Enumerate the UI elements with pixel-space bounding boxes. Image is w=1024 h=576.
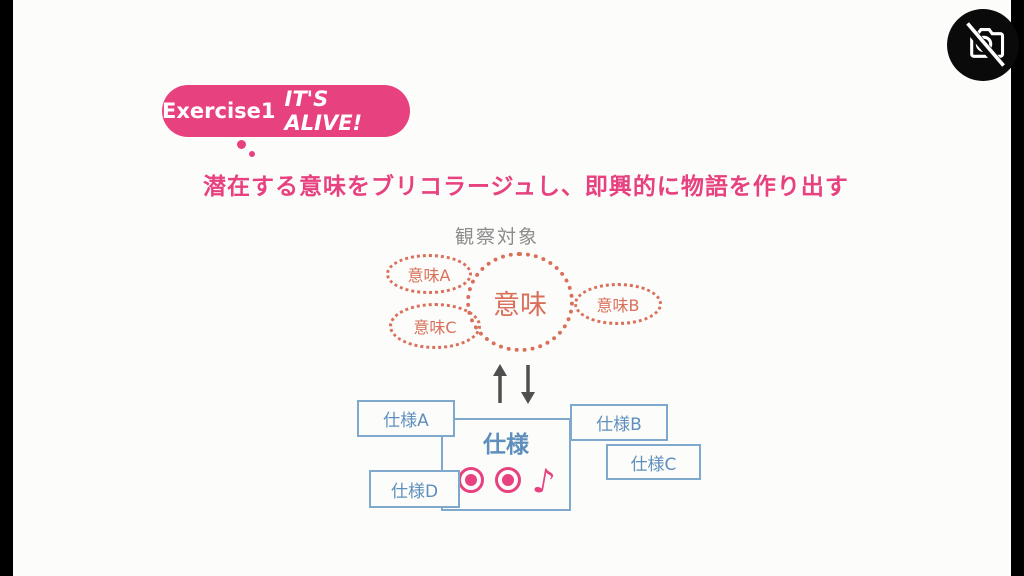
up-arrow-icon	[493, 364, 507, 403]
meaning-b-cloud: 意味B	[574, 283, 662, 325]
meaning-a-cloud: 意味A	[386, 254, 472, 294]
spec-a-box: 仕様A	[357, 400, 455, 437]
meaning-c-cloud: 意味C	[389, 303, 481, 349]
bubble-tail-dot	[249, 151, 255, 157]
meaning-b-label: 意味B	[596, 296, 640, 315]
music-note-icon: ♪	[529, 460, 559, 504]
pupil	[465, 474, 477, 486]
spec-b-box: 仕様B	[570, 404, 668, 441]
exercise-label: Exercise1	[162, 99, 276, 123]
spec-c-box: 仕様C	[606, 444, 701, 480]
bubble-tail-dot	[237, 140, 246, 149]
headline: 潜在する意味をブリコラージュし、即興的に物語を作り出す	[203, 174, 849, 200]
eye-icon	[495, 467, 521, 493]
spec-a-label: 仕様A	[383, 411, 429, 431]
observation-label: 観察対象	[455, 226, 540, 248]
spec-d-label: 仕様D	[390, 481, 439, 502]
exchange-arrows	[486, 363, 544, 409]
spec-main-box: 仕様 ♪	[441, 418, 571, 511]
spec-b-label: 仕様B	[596, 415, 642, 435]
meaning-main-cloud: 意味	[466, 252, 574, 352]
left-letterbox	[0, 0, 13, 576]
meaning-main-label: 意味	[493, 289, 547, 321]
meaning-c-label: 意味C	[413, 318, 457, 337]
no-camera-icon	[946, 8, 1020, 82]
exercise-bubble: Exercise1 IT'S ALIVE!	[162, 85, 410, 137]
exercise-title: IT'S ALIVE!	[284, 87, 363, 135]
down-arrow-icon	[521, 365, 535, 404]
spec-c-label: 仕様C	[630, 454, 677, 475]
eye-icon	[458, 467, 484, 493]
meaning-a-label: 意味A	[407, 266, 451, 285]
right-letterbox	[1011, 0, 1024, 576]
spec-main-label: 仕様	[483, 432, 529, 458]
pupil	[502, 474, 514, 486]
spec-d-box: 仕様D	[369, 470, 460, 508]
